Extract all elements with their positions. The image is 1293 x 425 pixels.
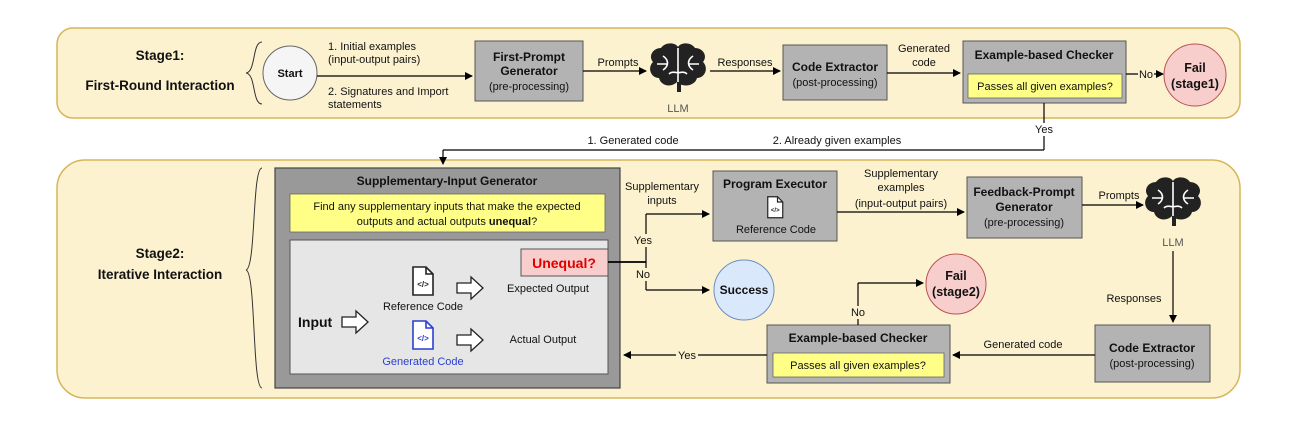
code-extractor-2-sub: (post-processing) (1110, 358, 1195, 370)
supplementary-question-box (289, 193, 606, 233)
expected-output-label: Expected Output (507, 283, 589, 295)
feedback-prompt-generator-sub: (pre-processing) (984, 217, 1064, 229)
fail-stage1-node (1163, 43, 1227, 107)
unequal-no-label: No (636, 269, 650, 281)
stage1-generated-label-1: Generated (898, 43, 950, 55)
fail-stage1-line1: Fail (1184, 61, 1206, 75)
code-file-icon (412, 320, 434, 350)
stage1-label-title: Stage1: (136, 48, 185, 63)
program-executor-title: Program Executor (723, 177, 827, 191)
reference-code-label: Reference Code (383, 301, 463, 313)
example-checker-question: Passes all given examples? (977, 81, 1113, 93)
code-extractor-2-box (1094, 324, 1211, 383)
stage2-prompts-label: Prompts (1099, 190, 1140, 202)
supplementary-inputs-label-1: Supplementary (625, 181, 699, 193)
code-file-icon (767, 196, 784, 219)
fail-stage1-line2: (stage1) (1171, 77, 1219, 91)
example-checker-2-question: Passes all given examples? (790, 360, 926, 372)
stage2-generated-code-label: Generated code (984, 339, 1063, 351)
stage1-input-1-line1: 1. Initial examples (328, 41, 417, 53)
stage2-responses-label: Responses (1106, 293, 1162, 305)
first-prompt-generator-title-2: Generator (500, 64, 558, 78)
actual-output-label: Actual Output (510, 334, 577, 346)
first-prompt-generator-title-1: First-Prompt (493, 50, 565, 64)
example-checker-2-title: Example-based Checker (789, 331, 928, 345)
stage1-responses-label: Responses (717, 57, 773, 69)
supplementary-question-line1: Find any supplementary inputs that make … (313, 201, 580, 213)
stage1-panel (56, 27, 1241, 119)
stage2-yes-back-label: Yes (678, 350, 696, 362)
stage2-brace (245, 167, 263, 389)
stage2-no-fail-label: No (851, 307, 865, 319)
stage1-input-2-line1: 2. Signatures and Import (328, 86, 448, 98)
code-extractor-2-title: Code Extractor (1109, 341, 1195, 355)
first-prompt-generator-sub: (pre-processing) (489, 81, 569, 93)
input-label: Input (298, 314, 333, 330)
supplementary-inputs-label-2: inputs (647, 195, 677, 207)
stage1-llm-label: LLM (667, 103, 688, 115)
code-extractor-box (782, 44, 888, 101)
stage2-label-title: Stage2: (136, 246, 185, 261)
supplementary-input-generator-title: Supplementary-Input Generator (357, 174, 538, 188)
stage1-prompts-label: Prompts (598, 57, 639, 69)
stage1-yes-label: Yes (1035, 124, 1053, 136)
stage1-label-subtitle: First-Round Interaction (85, 78, 234, 93)
start-label: Start (277, 68, 302, 80)
example-checker-title: Example-based Checker (975, 48, 1114, 62)
fail-stage2-line1: Fail (945, 269, 967, 283)
fail-stage2-node (925, 253, 987, 315)
unequal-yes-label: Yes (634, 235, 652, 247)
feedback-prompt-generator-box (966, 176, 1083, 239)
stage2-llm-label: LLM (1162, 237, 1183, 249)
feedback-prompt-generator-title-1: Feedback-Prompt (973, 185, 1074, 199)
stage1-no-label: No (1139, 69, 1153, 81)
program-executor-sub: Reference Code (736, 224, 816, 236)
success-node (713, 259, 775, 321)
example-checker-2-question-box (772, 352, 945, 378)
supplementary-examples-label-1: Supplementary (864, 168, 938, 180)
generated-code-label: Generated Code (382, 356, 463, 368)
unequal-label: Unequal? (532, 255, 596, 271)
supplementary-examples-label-3: (input-output pairs) (855, 198, 947, 210)
transition-generated-code: 1. Generated code (587, 135, 678, 147)
code-extractor-sub: (post-processing) (793, 77, 878, 89)
code-extractor-title: Code Extractor (792, 60, 878, 74)
example-checker-question-box (967, 73, 1123, 99)
transition-given-examples: 2. Already given examples (773, 135, 902, 147)
supplementary-examples-label-2: examples (877, 182, 925, 194)
start-node (262, 45, 318, 101)
stage1-brace (245, 41, 263, 105)
fail-stage2-line2: (stage2) (932, 285, 980, 299)
success-label: Success (720, 283, 769, 297)
code-file-icon (412, 266, 434, 296)
stage1-input-1-line2: (input-output pairs) (328, 54, 420, 66)
stage1-input-2-line2: statements (328, 99, 382, 111)
stage2-label-subtitle: Iterative Interaction (98, 267, 223, 282)
supplementary-question-line2: outputs and actual outputs unequal? (357, 216, 537, 228)
first-prompt-generator-box (474, 40, 584, 102)
stage1-generated-label-2: code (912, 57, 936, 69)
feedback-prompt-generator-title-2: Generator (995, 200, 1053, 214)
